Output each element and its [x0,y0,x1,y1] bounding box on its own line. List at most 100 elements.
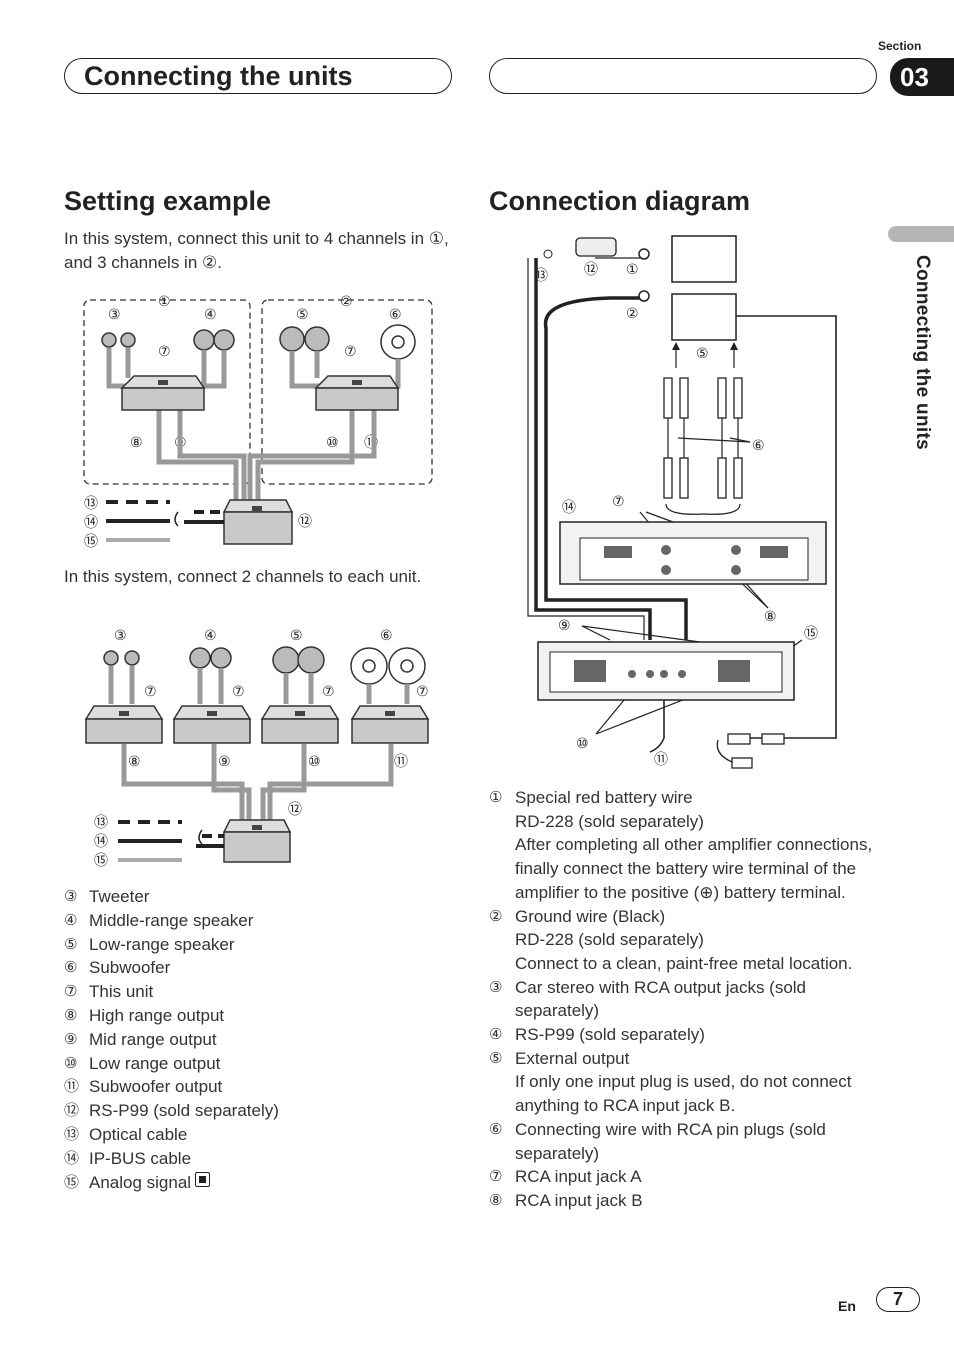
note-line: RS-P99 (sold separately) [515,1025,705,1045]
diag-marker-8: ⑧ [764,609,777,625]
diag-marker-2: ② [626,306,639,322]
note-line: Special red battery wire [515,788,693,807]
note-line: Connecting wire with RCA pin plugs (sold… [515,1119,826,1163]
page-number: 7 [876,1287,920,1312]
diag-marker-12: ⑫ [584,262,598,278]
diag-marker-6: ⑥ [752,438,765,454]
midrange-speaker-icon [189,647,211,669]
setting-example-figure-1: ① ② ③ ④ ⑤ ⑥ ⑦ ⑦ ⑧ ⑨ ⑩ ⑪ ⑫ ⑬ ⑭ ⑮ [83,294,433,550]
note-number: ① [489,789,503,806]
fig1-marker-2: ② [340,294,353,310]
rs-p99-box [671,293,737,341]
fig2-marker-7d: ⑦ [416,684,429,700]
fig2-marker-6: ⑥ [380,628,393,644]
note-number: ⑥ [489,1120,503,1138]
battery-terminal-icon [638,248,650,260]
fig2-marker-11: ⑪ [394,754,408,770]
legend-text: Low-range speaker [89,934,235,954]
page-title: Connecting the units [84,61,353,91]
fig1-marker-7a: ⑦ [158,344,171,360]
fig2-marker-7c: ⑦ [322,684,335,700]
optical-connector-icon [716,733,785,769]
note-line: RD-228 (sold separately) [515,811,704,831]
fig2-marker-10: ⑩ [308,754,321,770]
side-tab-label: Connecting the units [912,255,933,450]
note-item: ② Ground wire (Black) RD-228 (sold separat… [489,905,879,976]
fig2-marker-9: ⑨ [218,754,231,770]
tweeter-icon [103,650,119,666]
diag-marker-10: ⑩ [576,736,589,752]
fig1-marker-12: ⑫ [298,514,312,530]
legend-number: ⑫ [64,1102,80,1120]
legend-number: ⑧ [64,1006,78,1024]
diag-marker-11: ⑪ [654,752,668,768]
tweeter-icon [120,332,136,348]
rs-p99-unit-icon [222,819,292,863]
note-number: ③ [489,978,503,996]
amplifier-bottom-view [537,641,795,701]
midrange-speaker-icon [213,329,235,351]
legend-text: Middle-range speaker [89,910,254,930]
section-label: Section [878,39,922,53]
legend-number: ⑭ [64,1149,80,1167]
legend-text: Mid range output [89,1029,217,1049]
midrange-speaker-icon [210,647,232,669]
legend-text: RS-P99 (sold separately) [89,1101,279,1121]
fuse-holder-icon [575,237,617,257]
fig1-marker-10: ⑩ [326,435,339,451]
ground-terminal-icon [638,290,650,302]
fig2-marker-3: ③ [114,628,127,644]
note-line: RD-228 (sold separately) [515,930,704,950]
amplifier-icon [120,375,206,411]
fig2-marker-7a: ⑦ [144,684,157,700]
fig1-marker-13: ⑬ [84,496,98,512]
diag-marker-7: ⑦ [612,494,625,510]
rca-plug-icons [663,377,743,499]
note-line: RCA input jack A [515,1167,642,1187]
legend-number: ⑥ [64,959,78,977]
fig1-marker-8: ⑧ [130,435,143,451]
note-line: After completing all other amplifier con… [515,835,873,902]
legend-item: ④ Middle-range speaker [64,909,464,933]
fig1-marker-14: ⑭ [84,515,98,531]
fig2-marker-8: ⑧ [128,754,141,770]
legend-text: Subwoofer output [89,1077,223,1097]
connection-diagram-figure: ⑬ ⑫ ① ② ③ ④ ⑤ ⑥ ⑭ ⑦ ⑧ ⑨ ⑮ ⑩ ⑪ [527,235,837,769]
fig2-marker-7b: ⑦ [232,684,245,700]
language-label: En [838,1298,856,1314]
fig2-marker-13: ⑬ [94,815,108,831]
connection-diagram-heading: Connection diagram [489,186,751,216]
note-line: RCA input jack B [515,1190,643,1210]
diag-marker-15: ⑮ [804,626,818,642]
diag-marker-14: ⑭ [562,500,576,516]
fig2-marker-5: ⑤ [290,628,303,644]
note-line: If only one input plug is used, do not c… [515,1072,852,1116]
setting-example-para-2: In this system, connect 2 channels to ea… [64,567,422,586]
tweeter-icon [124,650,140,666]
legend-text: Low range output [89,1053,221,1073]
note-line: Car stereo with RCA output jacks (sold s… [515,977,807,1021]
rs-p99-unit-icon [222,499,294,545]
note-item: ⑥ Connecting wire with RCA pin plugs (sol… [489,1118,879,1165]
note-number: ② [489,907,503,925]
midrange-speaker-icon [193,329,215,351]
page-title-frame [64,58,452,94]
fig2-marker-4: ④ [204,628,217,644]
legend-number: ④ [64,911,78,929]
note-line: Ground wire (Black) [515,906,666,926]
lowrange-speaker-icon [297,646,325,674]
side-tab-marker [888,226,954,242]
